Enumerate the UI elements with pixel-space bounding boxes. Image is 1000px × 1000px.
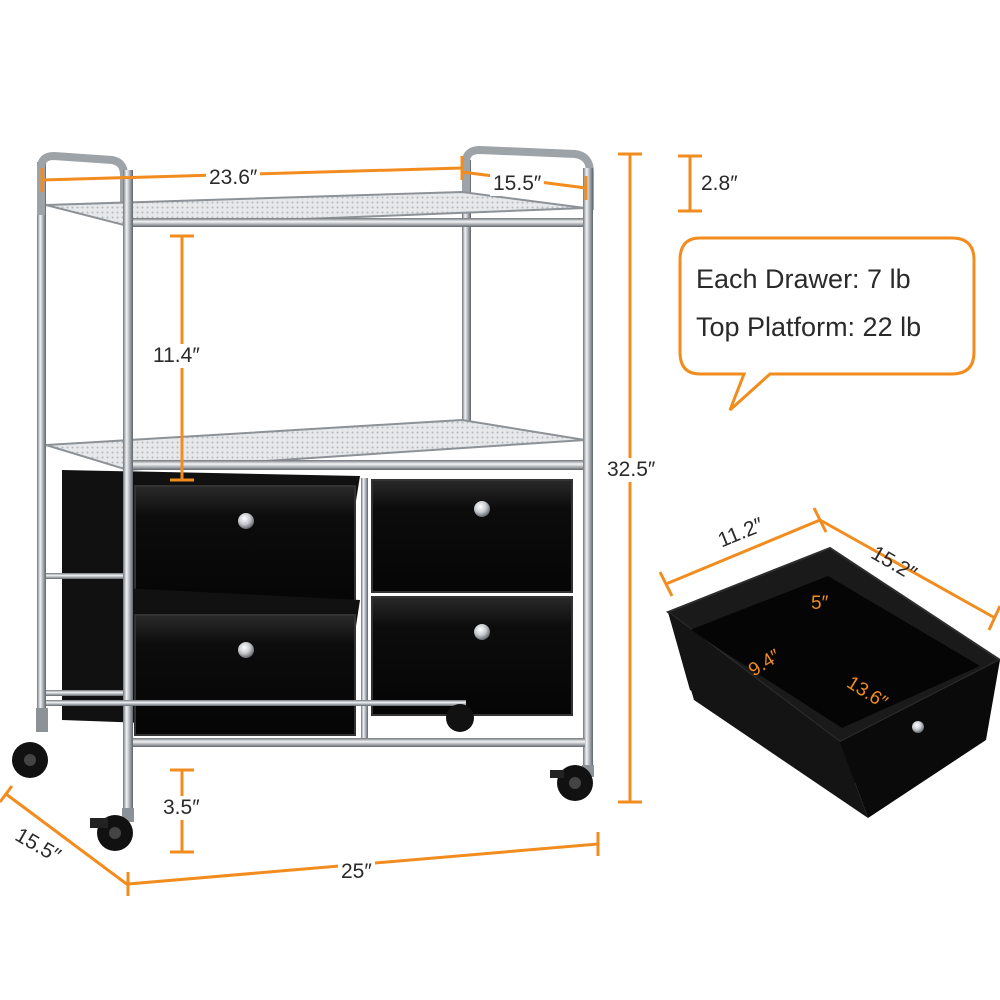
- caster-front-left: [90, 808, 134, 851]
- base-width-label: 25″: [338, 860, 375, 884]
- front-right-post: [583, 168, 593, 768]
- drawer-knob: [238, 513, 254, 529]
- drawer-bottom-left: [62, 585, 360, 736]
- drawer-top-right: [371, 479, 573, 593]
- side-rail: [46, 690, 131, 696]
- top-shelf-front-rail: [128, 218, 588, 227]
- top-width-label: 23.6″: [206, 166, 261, 190]
- top-depth-label: 15.5″: [490, 172, 545, 196]
- drawer-depth-label: 5″: [811, 593, 829, 614]
- callout-drawer-weight: Each Drawer: 7 lb: [696, 264, 911, 294]
- drawer-knob: [474, 501, 490, 517]
- center-divider: [361, 478, 368, 740]
- left-handle: [37, 151, 128, 215]
- bottom-back-rail: [46, 700, 466, 706]
- bottom-front-rail: [133, 738, 585, 747]
- caster-back-left: [12, 708, 48, 778]
- drawer-detail: [665, 546, 1000, 818]
- side-rail: [46, 573, 131, 579]
- clearance-label: 3.5″: [160, 796, 203, 820]
- drawer-top-left: [62, 470, 360, 609]
- rail-height-label: 2.8″: [698, 172, 741, 196]
- caster-front-right: [550, 765, 594, 801]
- drawer-knob: [238, 642, 254, 658]
- rolling-cart: [12, 145, 594, 851]
- drawer-knob: [912, 721, 924, 733]
- total-height-label: 32.5″: [604, 458, 659, 482]
- caster-back-center: [446, 704, 474, 732]
- shelf-gap-label: 11.4″: [150, 344, 203, 368]
- back-left-post: [37, 162, 46, 710]
- callout-platform-weight: Top Platform: 22 lb: [696, 312, 922, 342]
- back-right-post: [462, 160, 471, 435]
- callout-bubble: [678, 236, 976, 412]
- middle-shelf-front-rail: [128, 460, 588, 470]
- drawer-bottom-right: [371, 596, 573, 716]
- right-handle: [462, 145, 594, 210]
- drawer-knob: [474, 624, 490, 640]
- front-left-post: [123, 170, 133, 810]
